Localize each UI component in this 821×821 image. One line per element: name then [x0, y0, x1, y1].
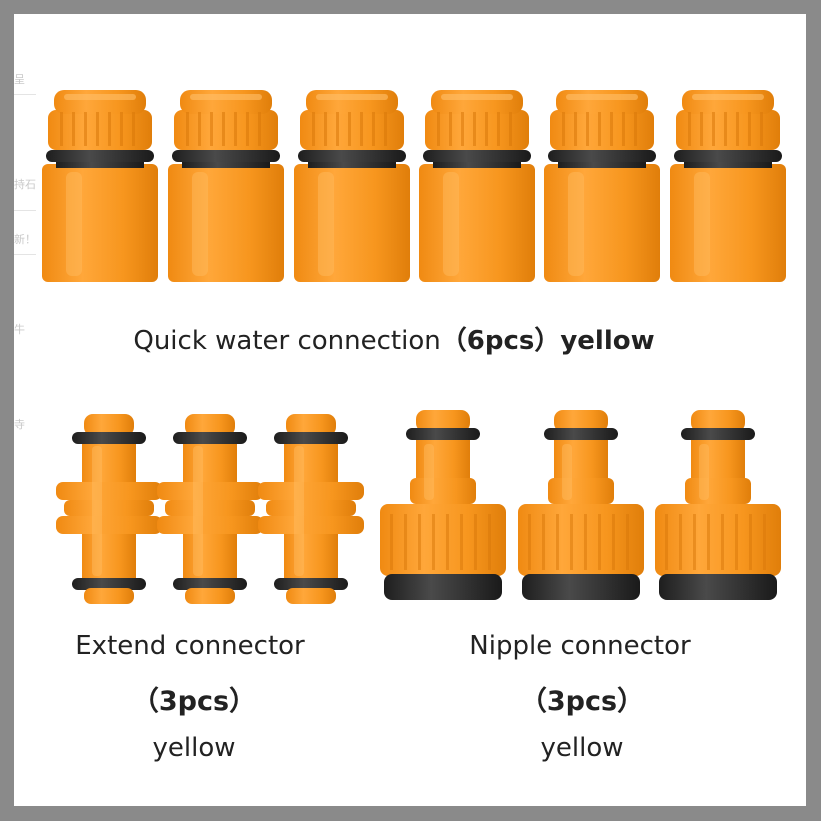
nipple-connector-color: yellow [540, 733, 624, 763]
nipple-connector-1 [380, 410, 506, 600]
nipple-connector-3 [655, 410, 781, 600]
quick-connector-row [42, 90, 786, 282]
extend-connector-title: Extend connector [75, 631, 305, 661]
quick-connector-4 [419, 90, 535, 282]
extend-connector-group [56, 414, 364, 604]
nipple-connector-group [380, 410, 781, 600]
quick-connector-count: （6pcs） [440, 326, 561, 356]
quick-connector-1 [42, 90, 158, 282]
extend-connector-color: yellow [152, 733, 236, 763]
nipple-connector-2 [518, 410, 644, 600]
bg-fragment: 呈 [14, 73, 25, 86]
quick-connector-5 [544, 90, 660, 282]
extend-connector-1 [56, 414, 162, 604]
quick-connector-color: yellow [560, 326, 655, 356]
bg-fragment: 牛 [14, 323, 25, 336]
extend-connector-2 [157, 414, 263, 604]
quick-connector-name: Quick water connection [133, 326, 441, 356]
bg-fragment: 寺 [14, 418, 25, 431]
nipple-connector-count: （3pcs） [519, 686, 645, 717]
quick-connector-2 [168, 90, 284, 282]
background-ui-fragments: 呈 持石 新！ 牛 寺 [14, 74, 36, 464]
extend-connector-count: （3pcs） [131, 686, 257, 717]
quick-connector-6 [670, 90, 786, 282]
bg-fragment: 持石 [14, 178, 36, 191]
quick-connector-3 [294, 90, 410, 282]
product-image-frame: 呈 持石 新！ 牛 寺 [14, 14, 806, 806]
nipple-connector-title: Nipple connector [469, 631, 691, 661]
extend-connector-3 [258, 414, 364, 604]
bg-fragment: 新！ [14, 233, 36, 246]
quick-connector-caption: Quick water connection（6pcs）yellow [133, 320, 654, 357]
